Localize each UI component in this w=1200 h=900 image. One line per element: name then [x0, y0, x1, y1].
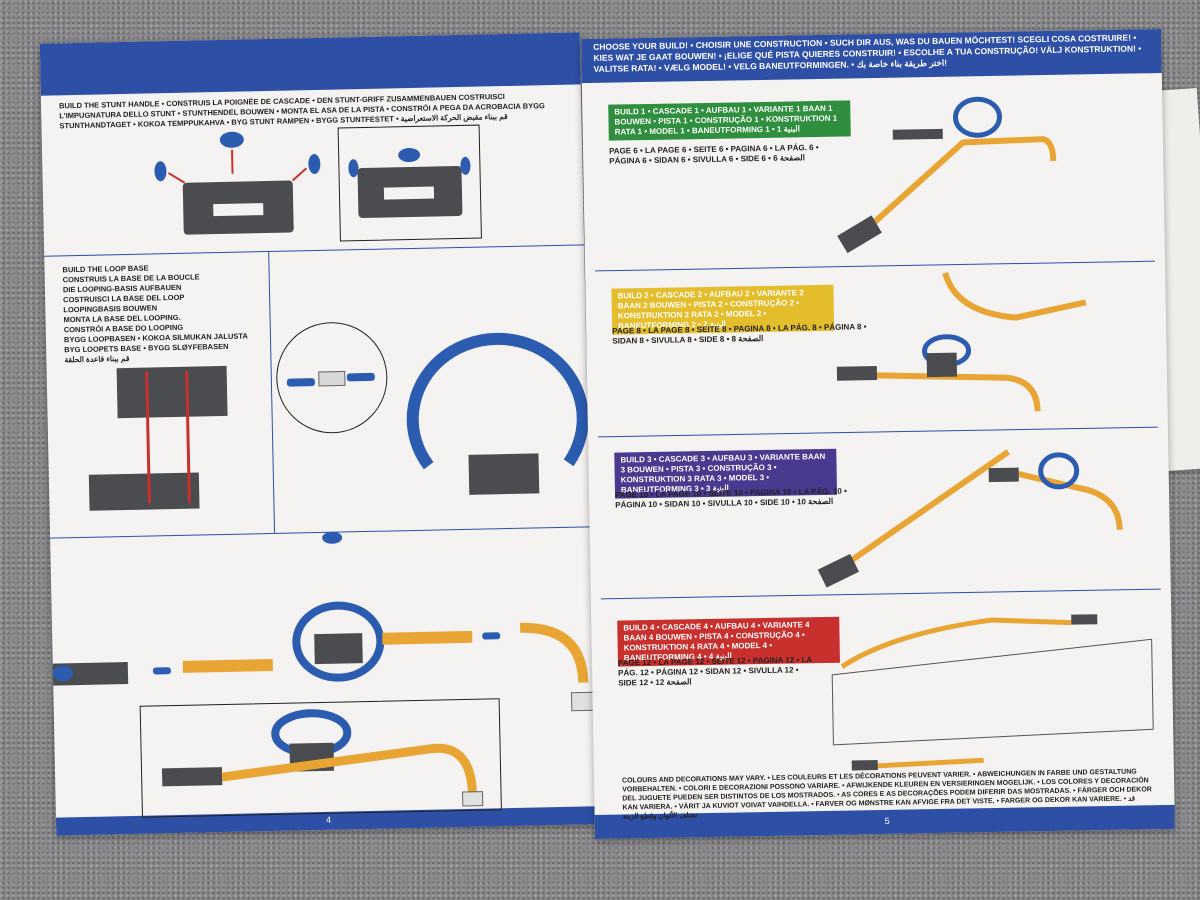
loop-base-illustration — [88, 322, 589, 511]
build-1-illustration — [595, 96, 1156, 272]
right-page: CHOOSE YOUR BUILD! • CHOISIR UNE CONSTRU… — [581, 28, 1175, 840]
build-3-illustration — [600, 449, 1161, 600]
stunt-handle-result-frame — [337, 124, 482, 242]
stunt-handle-illustration — [154, 131, 321, 235]
colors-may-vary-disclaimer: COLOURS AND DECORATIONS MAY VARY. • LES … — [621, 768, 1152, 821]
build-4-illustration — [831, 614, 1154, 771]
full-assembly-illustration — [52, 531, 595, 712]
left-page: 4 BUILD THE STUNT HANDLE • CONSTRUIS LA … — [39, 32, 597, 836]
build-2-illustration — [597, 271, 1158, 438]
assembly-result-frame — [139, 698, 502, 818]
